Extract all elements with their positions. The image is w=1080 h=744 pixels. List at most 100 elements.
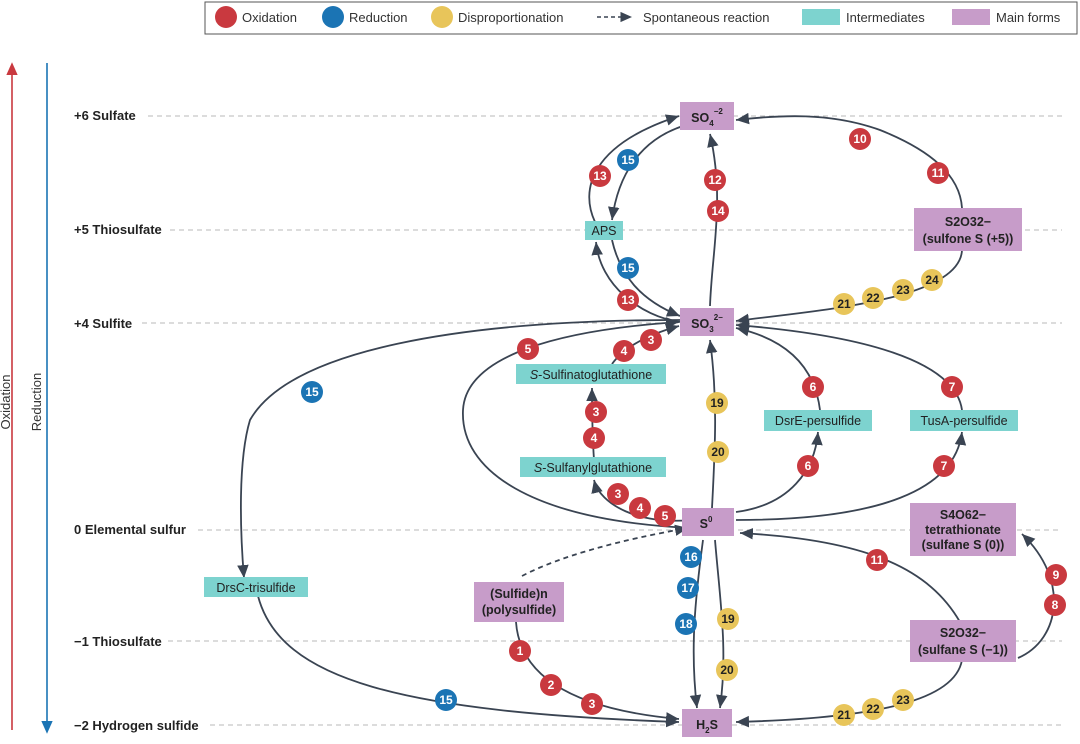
badge-3: 3 bbox=[607, 483, 629, 505]
legend-reduction-swatch bbox=[322, 6, 344, 28]
badge-20: 20 bbox=[716, 659, 738, 681]
node-s2o3-sulfone: S2O32− (sulfone S (+5)) bbox=[914, 208, 1022, 251]
badge-23: 23 bbox=[892, 689, 914, 711]
badge-circle bbox=[833, 704, 855, 726]
badge-circle bbox=[629, 497, 651, 519]
reduction-axis-title: Reduction bbox=[29, 373, 44, 432]
reduction-axis: Reduction bbox=[29, 63, 53, 734]
badge-11: 11 bbox=[927, 162, 949, 184]
node-polysulfide-name: (polysulfide) bbox=[482, 603, 556, 617]
badge-22: 22 bbox=[862, 698, 884, 720]
node-tetrathionate-name: tetrathionate bbox=[925, 523, 1001, 537]
badge-number: 13 bbox=[593, 169, 607, 183]
badge-number: 7 bbox=[941, 459, 948, 473]
node-tusa-persulfide: TusA-persulfide bbox=[910, 410, 1018, 431]
badge-circle bbox=[704, 169, 726, 191]
badge-number: 7 bbox=[949, 380, 956, 394]
arrow-polysulfide-to-s0-spontaneous bbox=[521, 524, 689, 577]
arrow-so3-to-so4 bbox=[707, 133, 719, 307]
node-so4: SO4−2 bbox=[680, 102, 734, 130]
arrow-s2o3minus-to-s4o6 bbox=[1017, 533, 1055, 659]
node-aps-box bbox=[585, 221, 623, 240]
badge-number: 4 bbox=[621, 344, 628, 358]
badge-number: 19 bbox=[721, 612, 735, 626]
badge-15: 15 bbox=[617, 149, 639, 171]
badge-number: 22 bbox=[866, 291, 880, 305]
badge-number: 22 bbox=[866, 702, 880, 716]
arrow-s0-to-dsre bbox=[735, 431, 823, 513]
badge-19: 19 bbox=[706, 392, 728, 414]
badge-circle bbox=[540, 674, 562, 696]
badge-number: 15 bbox=[621, 153, 635, 167]
badge-6: 6 bbox=[797, 455, 819, 477]
arrow-so3-to-dsrc bbox=[237, 319, 681, 579]
badge-9: 9 bbox=[1045, 564, 1067, 586]
badge-number: 11 bbox=[871, 553, 884, 567]
badge-number: 16 bbox=[684, 550, 698, 564]
badge-number: 21 bbox=[837, 708, 851, 722]
badge-14: 14 bbox=[707, 200, 729, 222]
legend-oxidation-label: Oxidation bbox=[242, 10, 297, 25]
legend-reduction-label: Reduction bbox=[349, 10, 408, 25]
badge-circle bbox=[617, 257, 639, 279]
legend-disproportionation-label: Disproportionation bbox=[458, 10, 564, 25]
badge-circle bbox=[607, 483, 629, 505]
badge-circle bbox=[617, 289, 639, 311]
badge-13: 13 bbox=[589, 165, 611, 187]
node-s2o3-sulfane-subtitle: (sulfane S (−1)) bbox=[918, 643, 1008, 657]
badge-circle bbox=[613, 340, 635, 362]
badge-circle bbox=[933, 455, 955, 477]
node-s2o3-sulfone-box bbox=[914, 208, 1022, 251]
badge-number: 15 bbox=[305, 385, 319, 399]
node-so4-label: SO4−2 bbox=[691, 107, 723, 128]
badge-number: 24 bbox=[925, 273, 939, 287]
main-forms: SO4−2 SO32− S0 H2S S2O32− (sulfone S (+5… bbox=[474, 102, 1022, 737]
node-dsrc-trisulfide-label: DrsC-trisulfide bbox=[216, 581, 295, 595]
badge-number: 9 bbox=[1053, 568, 1060, 582]
node-dsre-persulfide: DsrE-persulfide bbox=[764, 410, 872, 431]
badge-circle bbox=[680, 546, 702, 568]
badge-circle bbox=[581, 693, 603, 715]
badge-circle bbox=[589, 165, 611, 187]
oxidation-axis: Oxidation bbox=[0, 62, 18, 730]
badge-18: 18 bbox=[675, 613, 697, 635]
reaction-badges: 10 11 13 15 12 14 15 13 21 22 23 24 5 4 … bbox=[301, 128, 1067, 726]
badge-circle bbox=[435, 689, 457, 711]
badge-circle bbox=[927, 162, 949, 184]
node-sulfanylglutathione-box bbox=[520, 457, 666, 477]
badge-number: 5 bbox=[525, 342, 532, 356]
level-label-plus5: +5 Thiosulfate bbox=[74, 222, 162, 237]
badge-circle bbox=[717, 608, 739, 630]
badge-1: 1 bbox=[509, 640, 531, 662]
node-aps: APS bbox=[585, 221, 623, 240]
badge-10: 10 bbox=[849, 128, 871, 150]
badge-4: 4 bbox=[583, 427, 605, 449]
node-so3-box bbox=[680, 308, 734, 336]
legend-oxidation-swatch bbox=[215, 6, 237, 28]
node-h2s-box bbox=[682, 709, 732, 737]
badge-number: 14 bbox=[711, 204, 725, 218]
arrow-sulfanyl-to-sulfinato bbox=[586, 387, 598, 461]
arrow-dsrc-to-h2s bbox=[257, 595, 680, 728]
arrow-s0-to-tusa bbox=[735, 431, 967, 521]
badge-circle bbox=[866, 549, 888, 571]
legend: Oxidation Reduction Disproportionation S… bbox=[204, 1, 1078, 35]
badge-number: 13 bbox=[621, 293, 635, 307]
badge-circle bbox=[941, 376, 963, 398]
level-label-minus1: −1 Thiosulfate bbox=[74, 634, 162, 649]
badge-2: 2 bbox=[540, 674, 562, 696]
badge-number: 15 bbox=[439, 693, 453, 707]
legend-main-forms-swatch bbox=[952, 9, 990, 25]
badge-circle bbox=[1045, 564, 1067, 586]
node-tetrathionate: S4O62− tetrathionate (sulfane S (0)) bbox=[910, 503, 1016, 556]
badge-number: 20 bbox=[711, 445, 725, 459]
badge-20: 20 bbox=[707, 441, 729, 463]
badge-circle bbox=[617, 149, 639, 171]
node-tetrathionate-box bbox=[910, 503, 1016, 556]
badge-number: 23 bbox=[896, 693, 910, 707]
arrow-s0-loop-to-so3 bbox=[462, 317, 691, 529]
badge-number: 3 bbox=[648, 333, 655, 347]
node-s2o3-sulfane-box bbox=[910, 620, 1016, 662]
arrow-tusa-to-so3 bbox=[735, 320, 963, 411]
